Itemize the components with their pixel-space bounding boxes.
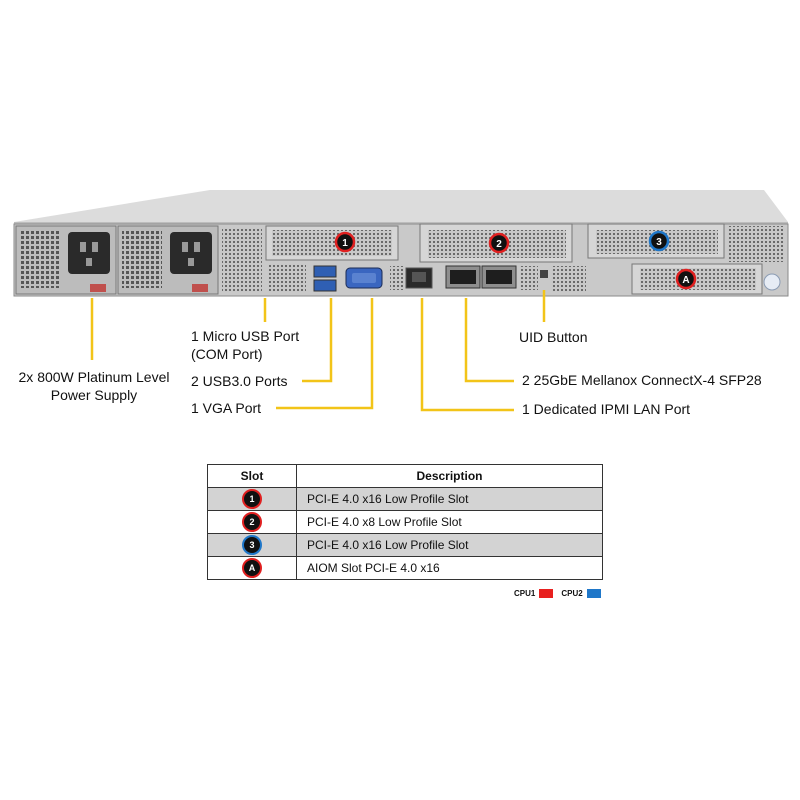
svg-text:A: A <box>682 275 689 286</box>
callout-lines <box>90 290 546 412</box>
slot-description: PCI-E 4.0 x8 Low Profile Slot <box>296 510 603 534</box>
legend-cpu2-label: CPU2 <box>561 589 583 598</box>
slot-badge-2: 2 <box>488 232 510 254</box>
pcie-slot-1 <box>265 225 399 261</box>
right-vent <box>728 226 784 262</box>
header-description: Description <box>296 464 603 488</box>
header-slot: Slot <box>207 464 297 488</box>
uid-button-label: UID Button <box>519 329 588 345</box>
server-rear-diagram: 1 2 3 A <box>13 190 789 412</box>
usb3-port-icon <box>313 265 337 278</box>
legend-cpu1-swatch <box>539 589 554 598</box>
slot-description: AIOM Slot PCI-E 4.0 x16 <box>296 556 603 580</box>
slot-description: PCI-E 4.0 x16 Low Profile Slot <box>296 533 603 557</box>
slot-badge-icon: 3 <box>242 535 262 555</box>
slot-table-container: Slot Description 1 PCI-E 4.0 x16 Low Pro… <box>207 464 603 580</box>
slot-badge-1: 1 <box>334 231 356 253</box>
power-supply-1 <box>15 225 117 295</box>
table-row: 1 PCI-E 4.0 x16 Low Profile Slot <box>207 487 603 511</box>
power-supply-label: 2x 800W Platinum Level Power Supply <box>10 368 178 404</box>
slot-description: PCI-E 4.0 x16 Low Profile Slot <box>296 487 603 511</box>
uid-button-icon <box>540 270 548 278</box>
cpu-legend: CPU1 CPU2 <box>514 589 605 598</box>
svg-text:1: 1 <box>342 238 348 249</box>
slot-badge-icon: A <box>242 558 262 578</box>
micro-usb-label: 1 Micro USB Port (COM Port) <box>191 327 299 363</box>
power-supply-2 <box>117 225 219 295</box>
callout-line-ipmi <box>420 298 514 412</box>
aiom-slot <box>631 263 763 295</box>
rear-io <box>268 264 586 292</box>
sfp28-label: 2 25GbE Mellanox ConnectX-4 SFP28 <box>522 372 762 388</box>
table-row: 3 PCI-E 4.0 x16 Low Profile Slot <box>207 533 603 557</box>
usb3-port-icon <box>313 279 337 292</box>
svg-text:2: 2 <box>496 239 502 250</box>
micro-usb-label-line1: 1 Micro USB Port <box>191 328 300 344</box>
legend-cpu2-swatch <box>586 589 601 598</box>
svg-text:3: 3 <box>656 237 662 248</box>
slot-table: Slot Description 1 PCI-E 4.0 x16 Low Pro… <box>207 464 603 580</box>
uid-led-icon <box>763 273 781 291</box>
callout-line-usb3 <box>302 298 333 383</box>
callout-line-sfp28 <box>464 298 514 383</box>
vga-label: 1 VGA Port <box>191 400 262 416</box>
usb3-label: 2 USB3.0 Ports <box>191 373 288 389</box>
power-supply-label-line1: 2x 800W Platinum Level <box>18 369 170 385</box>
slot-badge-icon: 2 <box>242 512 262 532</box>
slot-badge-icon: 1 <box>242 489 262 509</box>
table-row: 2 PCI-E 4.0 x8 Low Profile Slot <box>207 510 603 534</box>
power-supply-label-line2: Power Supply <box>50 387 138 403</box>
io-vent <box>222 228 262 292</box>
slot-badge-3: 3 <box>648 230 670 252</box>
table-row: A AIOM Slot PCI-E 4.0 x16 <box>207 556 603 580</box>
slot-badge-a: A <box>675 268 697 290</box>
callout-line-vga <box>276 298 374 410</box>
table-header-row: Slot Description <box>207 464 603 488</box>
legend-cpu1-label: CPU1 <box>514 589 536 598</box>
ipmi-label: 1 Dedicated IPMI LAN Port <box>522 401 691 417</box>
micro-usb-label-line2: (COM Port) <box>191 346 263 362</box>
